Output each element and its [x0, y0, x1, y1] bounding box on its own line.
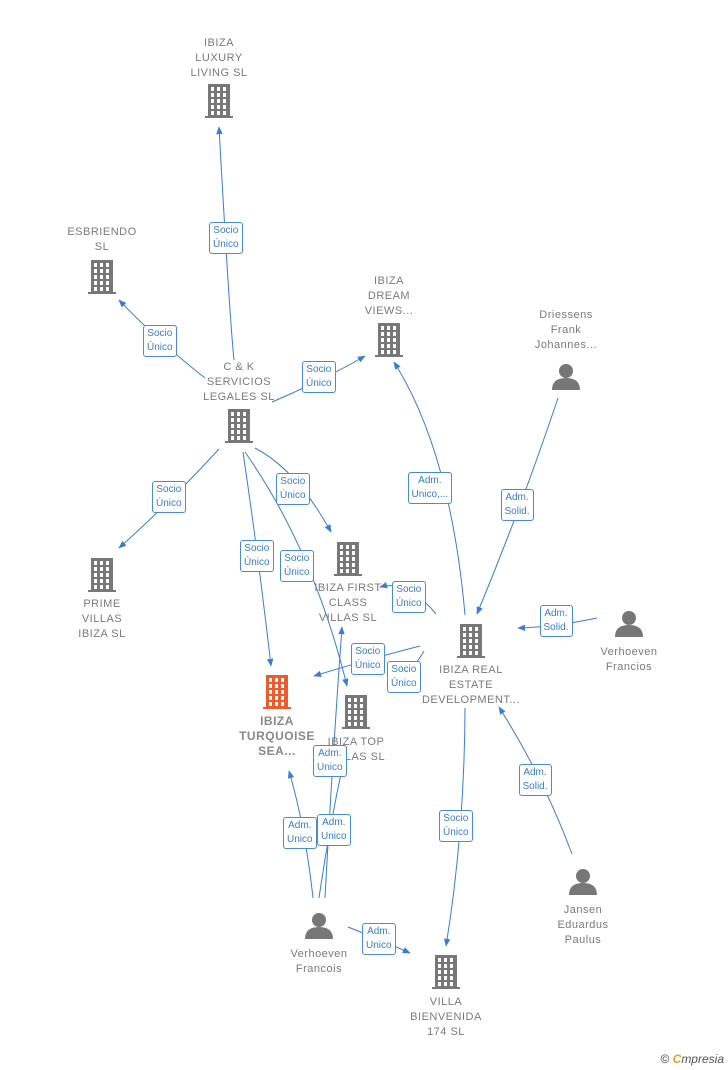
- edge-label[interactable]: Adm. Solid.: [500, 489, 534, 521]
- person-icon: [552, 364, 580, 390]
- edge-line: [216, 126, 235, 361]
- building-icon: [225, 409, 253, 443]
- edge-line: [393, 361, 466, 616]
- edge-label[interactable]: Socio Único: [392, 581, 426, 613]
- node-label[interactable]: Verhoeven Francois: [290, 948, 348, 975]
- node-label[interactable]: ESBRIENDO SL: [67, 226, 137, 253]
- edge-label[interactable]: Socio Único: [387, 661, 421, 693]
- empresia-logo: © Cmpresia: [660, 1052, 724, 1066]
- edge-label[interactable]: Socio Único: [209, 222, 243, 254]
- edge-label[interactable]: Socio Único: [143, 325, 177, 357]
- edge-label[interactable]: Adm. Unico: [313, 745, 347, 777]
- building-icon: [432, 955, 460, 989]
- edge-label[interactable]: Adm. Unico: [317, 814, 351, 846]
- edge-label[interactable]: Socio Único: [351, 643, 385, 675]
- edge-label[interactable]: Adm. Unico,...: [407, 472, 453, 504]
- edge-label[interactable]: Socio Único: [152, 481, 186, 513]
- building-icon: [334, 542, 362, 576]
- building-icon: [88, 558, 116, 592]
- building-icon: [375, 323, 403, 357]
- building-icon: [88, 260, 116, 294]
- edge-label[interactable]: Socio Único: [302, 361, 336, 393]
- node-label[interactable]: IBIZA LUXURY LIVING SL: [190, 37, 248, 79]
- node-label[interactable]: PRIME VILLAS IBIZA SL: [78, 598, 126, 640]
- node-label[interactable]: VILLA BIENVENIDA 174 SL: [410, 996, 482, 1038]
- node-label[interactable]: IBIZA TURQUOISE SEA...: [239, 714, 315, 758]
- person-icon: [615, 611, 643, 637]
- edge-label[interactable]: Adm. Unico: [362, 923, 396, 955]
- edge-label[interactable]: Adm. Solid.: [518, 764, 552, 796]
- node-label[interactable]: IBIZA FIRST CLASS VILLAS SL: [314, 582, 382, 624]
- building-icon: [457, 624, 485, 658]
- building-icon: [342, 695, 370, 729]
- edge-label[interactable]: Socio Único: [439, 810, 473, 842]
- node-label[interactable]: IBIZA DREAM VIEWS...: [364, 275, 414, 317]
- edge-label[interactable]: Adm. Unico: [283, 817, 317, 849]
- building-icon: [263, 675, 291, 709]
- edge-label[interactable]: Adm. Solid.: [539, 605, 573, 637]
- node-label[interactable]: IBIZA REAL ESTATE DEVELOPMENT...: [421, 664, 521, 706]
- node-label[interactable]: Verhoeven Francios: [600, 646, 658, 673]
- edge-label[interactable]: Socio Único: [276, 473, 310, 505]
- node-label[interactable]: Driessens Frank Johannes...: [534, 309, 598, 351]
- person-icon: [569, 869, 597, 895]
- node-label[interactable]: C & K SERVICIOS LEGALES SL: [203, 361, 275, 403]
- person-icon: [305, 913, 333, 939]
- node-label[interactable]: Jansen Eduardus Paulus: [557, 904, 609, 946]
- building-icon: [205, 84, 233, 118]
- edge-label[interactable]: Socio Único: [240, 540, 274, 572]
- edge-label[interactable]: Socio Único: [280, 550, 314, 582]
